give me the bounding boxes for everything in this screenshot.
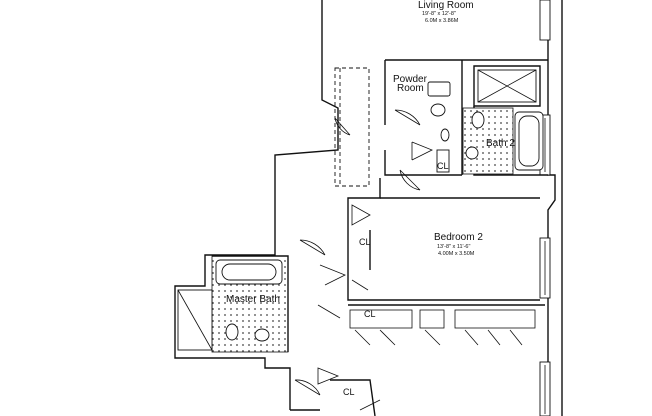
closet-label-lower: CL xyxy=(343,387,355,397)
door-powder xyxy=(394,109,421,126)
master-bath-label: Master Bath xyxy=(226,294,280,305)
window-living xyxy=(539,0,551,41)
powder-room-label-line1: Powder xyxy=(393,74,428,85)
bottom-wall xyxy=(290,379,376,416)
windows xyxy=(539,0,551,416)
master-sink xyxy=(254,328,270,342)
living-powder-walls xyxy=(334,59,548,187)
living-room-dims-metric: 6.0M x 3.86M xyxy=(425,18,459,24)
shower-upper xyxy=(477,69,537,103)
master-toilet xyxy=(225,323,239,341)
closets-row xyxy=(348,304,545,346)
closet-label-row: CL xyxy=(364,309,376,319)
doors-hall xyxy=(334,109,433,191)
bedroom2-dims-metric: 4.00M x 3.50M xyxy=(438,251,475,257)
closet-label-bedroom: CL xyxy=(359,237,371,247)
left-wall-upper xyxy=(204,0,339,270)
powder-room-fixtures xyxy=(427,81,451,173)
room-labels: Living Room 19'-8" x 12'-8" 6.0M x 3.86M… xyxy=(226,0,515,397)
powder-sink xyxy=(430,103,446,117)
lower-hall xyxy=(294,367,381,411)
bedroom2-label: Bedroom 2 xyxy=(434,232,483,243)
powder-toilet xyxy=(440,128,450,142)
bedroom2-dims: 13'-8" x 11'-6" xyxy=(437,244,470,250)
powder-room-label-line2: Room xyxy=(397,83,424,94)
kitchen-counter-outline xyxy=(334,67,370,187)
living-room-label: Living Room xyxy=(418,0,474,11)
right-exterior-wall xyxy=(547,0,556,416)
doors-left-hall xyxy=(299,239,346,319)
door-hall-1 xyxy=(334,117,351,136)
left-wall-master-bath xyxy=(174,270,291,410)
bath2-fixtures xyxy=(462,107,544,175)
master-bath xyxy=(177,255,289,353)
powder-vanity xyxy=(427,81,451,97)
bedroom2-walls xyxy=(347,178,540,301)
bath2-label: Bath 2 xyxy=(486,138,515,149)
door-closet-hall xyxy=(411,141,433,161)
closet-label-hall: CL xyxy=(437,161,449,171)
exterior-walls xyxy=(174,0,563,416)
living-room-dims: 19'-8" x 12'-8" xyxy=(422,11,456,17)
